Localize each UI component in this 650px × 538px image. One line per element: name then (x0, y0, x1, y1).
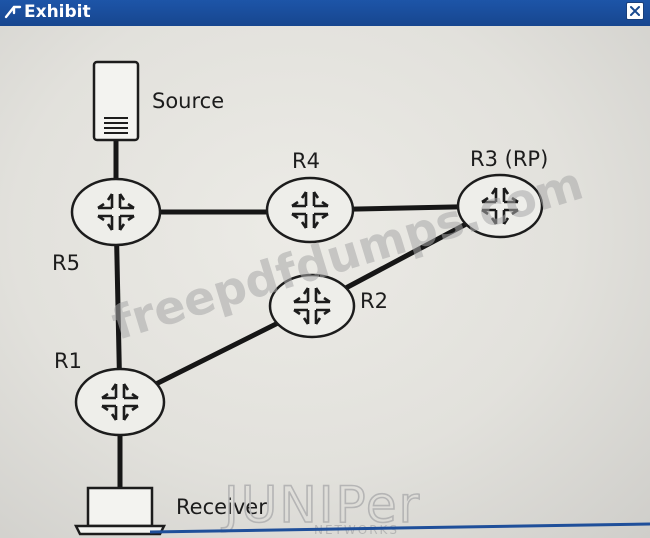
window-title: Exhibit (24, 2, 91, 22)
label-r2: R2 (360, 289, 388, 313)
close-button[interactable] (626, 2, 644, 20)
network-diagram: Source R5 R4 R3 (RP) R2 (52, 60, 650, 537)
router-r4-icon (265, 176, 355, 244)
label-r3: R3 (RP) (470, 147, 548, 171)
label-r4: R4 (292, 149, 320, 173)
router-r2-icon (268, 273, 356, 339)
exhibit-icon (4, 5, 22, 19)
label-r1: R1 (54, 349, 82, 373)
router-r1-icon (74, 367, 166, 437)
label-source: Source (152, 89, 224, 113)
source-server-icon (92, 60, 140, 142)
bottom-frame-line (149, 522, 650, 534)
close-icon (630, 6, 640, 16)
label-receiver: Receiver (176, 495, 267, 519)
router-r5-icon (70, 177, 162, 247)
router-r3-icon (456, 173, 544, 239)
diagram-canvas: Source R5 R4 R3 (RP) R2 (0, 26, 650, 538)
title-bar: Exhibit (0, 0, 650, 26)
label-r5: R5 (52, 251, 80, 275)
brand-logo-text: JUNIPer (221, 476, 421, 534)
receiver-laptop-icon (73, 486, 167, 536)
